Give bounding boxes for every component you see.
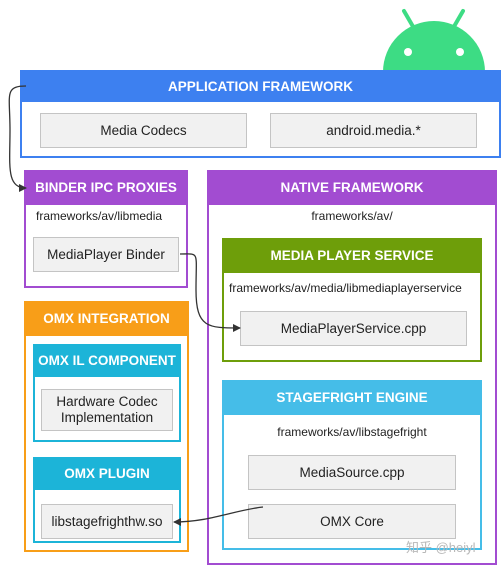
omx-core-box: OMX Core — [248, 504, 456, 539]
omx-plugin-title: OMX PLUGIN — [33, 457, 181, 490]
media-player-service-title: MEDIA PLAYER SERVICE — [222, 238, 482, 273]
media-player-service-path: frameworks/av/media/libmediaplayerservic… — [229, 281, 462, 295]
media-codecs-box: Media Codecs — [40, 113, 247, 148]
omx-il-component-title: OMX IL COMPONENT — [33, 344, 181, 377]
binder-ipc-title: BINDER IPC PROXIES — [24, 170, 188, 205]
omx-integration-title: OMX INTEGRATION — [24, 301, 189, 336]
arrow-binder-to-service — [179, 253, 241, 332]
android-media-box: android.media.* — [270, 113, 477, 148]
mediasource-cpp-box: MediaSource.cpp — [248, 455, 456, 490]
hardware-codec-line2: Implementation — [60, 410, 154, 425]
stagefright-engine-title: STAGEFRIGHT ENGINE — [222, 380, 482, 415]
stagefright-engine-path: frameworks/av/libstagefright — [277, 425, 427, 439]
libstagefrighthw-box: libstagefrighthw.so — [41, 504, 173, 539]
watermark: 知乎 @heiyl — [406, 540, 476, 555]
arrow-omxcore-to-plugin — [173, 506, 264, 526]
mediaplayer-binder-box: MediaPlayer Binder — [33, 237, 179, 272]
native-framework-path: frameworks/av/ — [311, 209, 393, 223]
hardware-codec-line1: Hardware Codec — [56, 394, 158, 410]
native-framework-title: NATIVE FRAMEWORK — [207, 170, 497, 205]
arrow-app-to-binder — [8, 85, 27, 192]
hardware-codec-implementation-box: Hardware Codec Implementation — [41, 389, 173, 431]
android-robot-icon — [383, 9, 485, 72]
binder-ipc-path: frameworks/av/libmedia — [36, 209, 163, 223]
application-framework-title: APPLICATION FRAMEWORK — [20, 70, 501, 102]
